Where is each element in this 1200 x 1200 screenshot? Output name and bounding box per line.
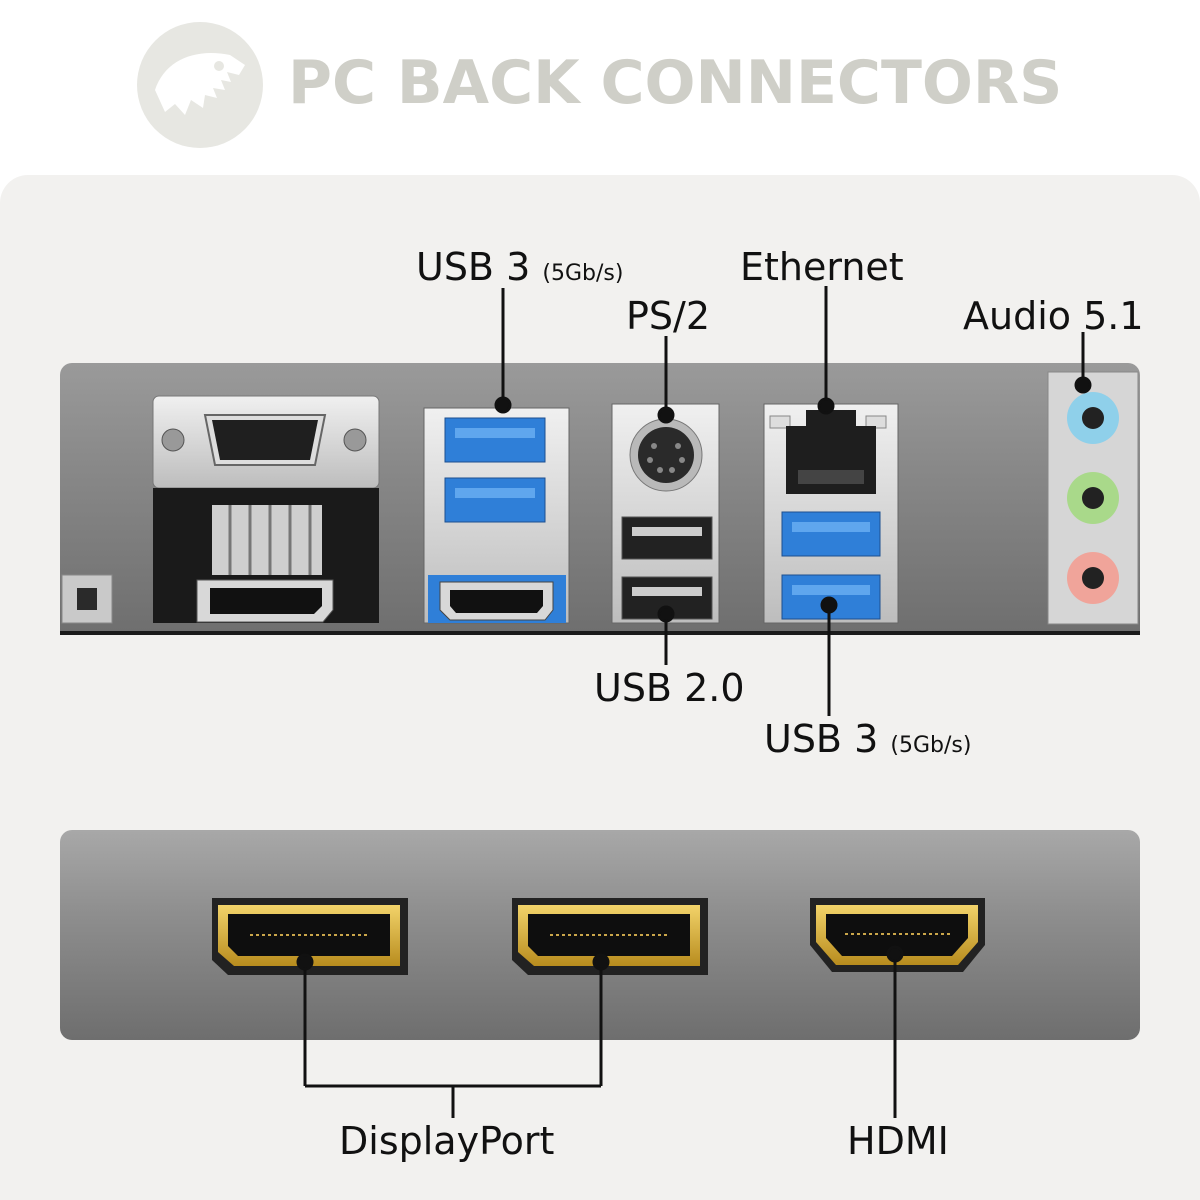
displayport-icon: [212, 898, 408, 975]
label-hdmi: HDMI: [847, 1119, 949, 1163]
usb3-port-icon: [444, 417, 546, 463]
displayport-icon: [512, 898, 708, 975]
label-usb3-bottom-speed: (5Gb/s): [890, 733, 972, 758]
ps2-port-icon: [638, 427, 694, 483]
label-audio: Audio 5.1: [963, 294, 1144, 338]
ethernet-usb3-stack: [763, 403, 899, 624]
label-usb3-top: USB 3 (5Gb/s): [416, 245, 623, 289]
label-usb3-bottom: USB 3 (5Gb/s): [764, 717, 971, 761]
audio-jacks: [1047, 371, 1139, 625]
ribbon-cable-icon: [212, 505, 322, 575]
reset-button-icon: [61, 574, 113, 624]
leader-lines: [296, 286, 1092, 1118]
label-usb3-top-speed: (5Gb/s): [542, 261, 624, 286]
usb2-port-icon: [621, 516, 713, 560]
label-ethernet: Ethernet: [740, 245, 904, 289]
label-usb3-bottom-main: USB 3: [764, 717, 879, 761]
usb3-port-icon: [444, 477, 546, 523]
label-usb3-top-main: USB 3: [416, 245, 531, 289]
displayport-small-icon: [196, 579, 334, 623]
dinosaur-skull-logo: [137, 22, 263, 148]
hdmi-icon: [810, 898, 985, 972]
usb3-stack-left: [423, 407, 570, 624]
ps2-usb2-stack: [611, 403, 720, 624]
label-usb20: USB 2.0: [594, 666, 745, 710]
vga-port-icon: [152, 395, 380, 489]
label-ps2: PS/2: [626, 294, 711, 338]
usb3-port-icon: [781, 511, 881, 557]
header: PC BACK CONNECTORS: [0, 0, 1200, 170]
page-title: PC BACK CONNECTORS: [288, 48, 1063, 118]
label-displayport: DisplayPort: [339, 1119, 555, 1163]
